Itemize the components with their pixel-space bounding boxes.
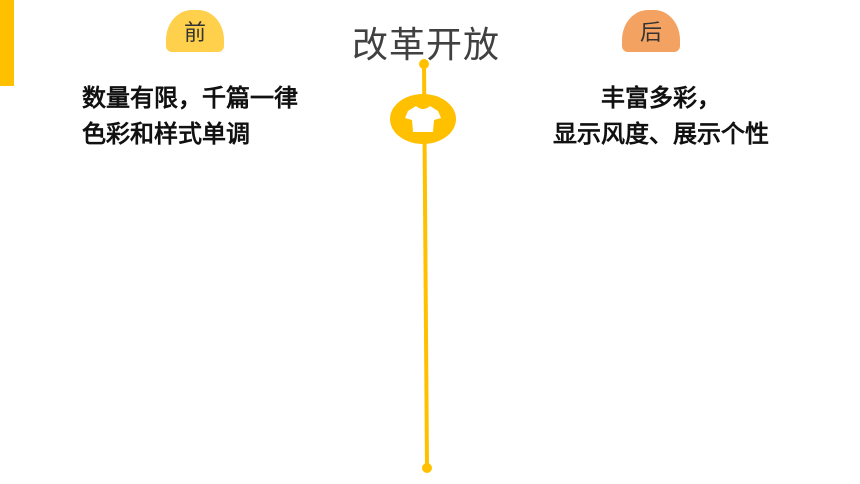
after-line-2: 显示风度、展示个性 [553,120,769,148]
after-description: 丰富多彩， 显示风度、展示个性 [530,80,792,152]
page-title: 改革开放 [352,25,501,66]
after-line-1: 丰富多彩， [601,84,721,112]
before-line-2: 色彩和样式单调 [82,120,250,148]
tshirt-badge [390,94,456,144]
timeline-end-dot [422,463,432,473]
after-label: 后 [639,21,662,46]
before-badge: 前 [166,10,224,52]
after-badge: 后 [622,10,680,52]
before-line-1: 数量有限，千篇一律 [82,84,298,112]
accent-bar [0,0,14,86]
tshirt-icon [405,106,441,132]
before-description: 数量有限，千篇一律 色彩和样式单调 [82,80,298,152]
before-label: 前 [183,21,206,46]
timeline-start-dot [419,59,429,69]
